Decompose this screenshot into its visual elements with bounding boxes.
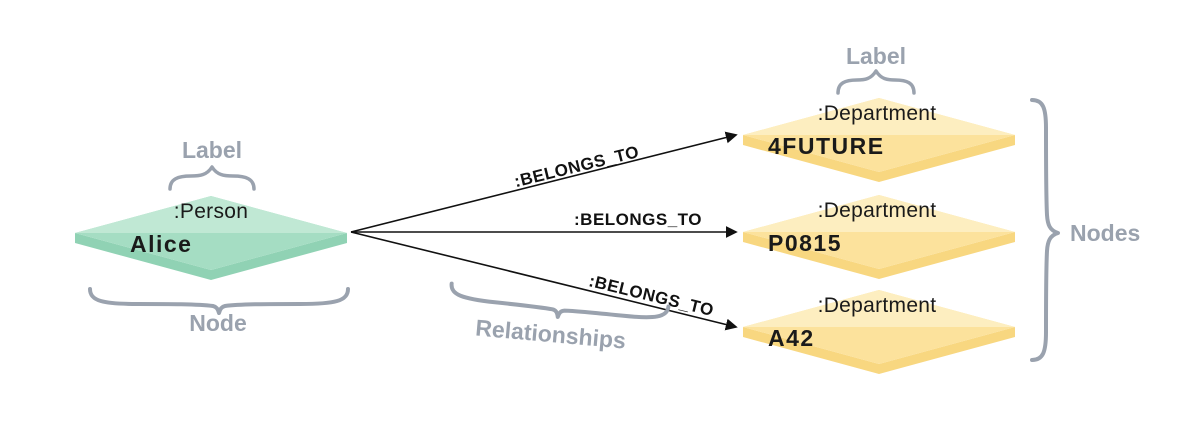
relationship-label-middle: :BELONGS_TO — [574, 210, 702, 229]
relationships-brace — [449, 281, 671, 320]
person-label-brace — [168, 165, 256, 191]
department-node-group-2 — [743, 195, 1015, 279]
person-node-top-face — [75, 196, 347, 233]
department-node-3-top-face — [743, 290, 1015, 327]
relationship-label-top: :BELONGS_TO — [512, 142, 641, 191]
person-node-group — [75, 196, 347, 280]
relationship-arrow-top — [350, 131, 738, 233]
department-node-3-name: A42 — [768, 325, 815, 351]
department-node-1-top-face — [743, 98, 1015, 135]
department-label-caption: Label — [846, 43, 906, 69]
department-node-2-label: :Department — [818, 199, 937, 222]
person-node-label: :Person — [174, 200, 248, 223]
node-caption: Node — [189, 310, 247, 336]
department-node-2-top-face — [743, 195, 1015, 232]
department-node-1-side — [743, 135, 1015, 182]
relationships-caption: Relationships — [474, 315, 627, 354]
department-node-group-1 — [743, 98, 1015, 182]
person-node-name: Alice — [130, 231, 192, 257]
person-label-caption: Label — [182, 137, 242, 163]
department-node-2-name: P0815 — [768, 230, 842, 256]
department-node-2-side — [743, 232, 1015, 279]
department-node-1-name: 4FUTURE — [768, 133, 885, 159]
nodes-caption: Nodes — [1070, 220, 1140, 246]
department-node-3-label: :Department — [818, 294, 937, 317]
department-label-brace — [836, 69, 916, 95]
department-node-group-3 — [743, 290, 1015, 374]
department-node-3-side — [743, 327, 1015, 374]
node-brace — [88, 287, 350, 315]
nodes-brace — [1030, 98, 1060, 362]
person-node-side — [75, 233, 347, 280]
relationship-arrow-bottom — [350, 231, 738, 331]
department-node-1-label: :Department — [818, 102, 937, 125]
relationship-arrows-group: :BELONGS_TO :BELONGS_TO :BELONGS_TO — [350, 131, 738, 331]
